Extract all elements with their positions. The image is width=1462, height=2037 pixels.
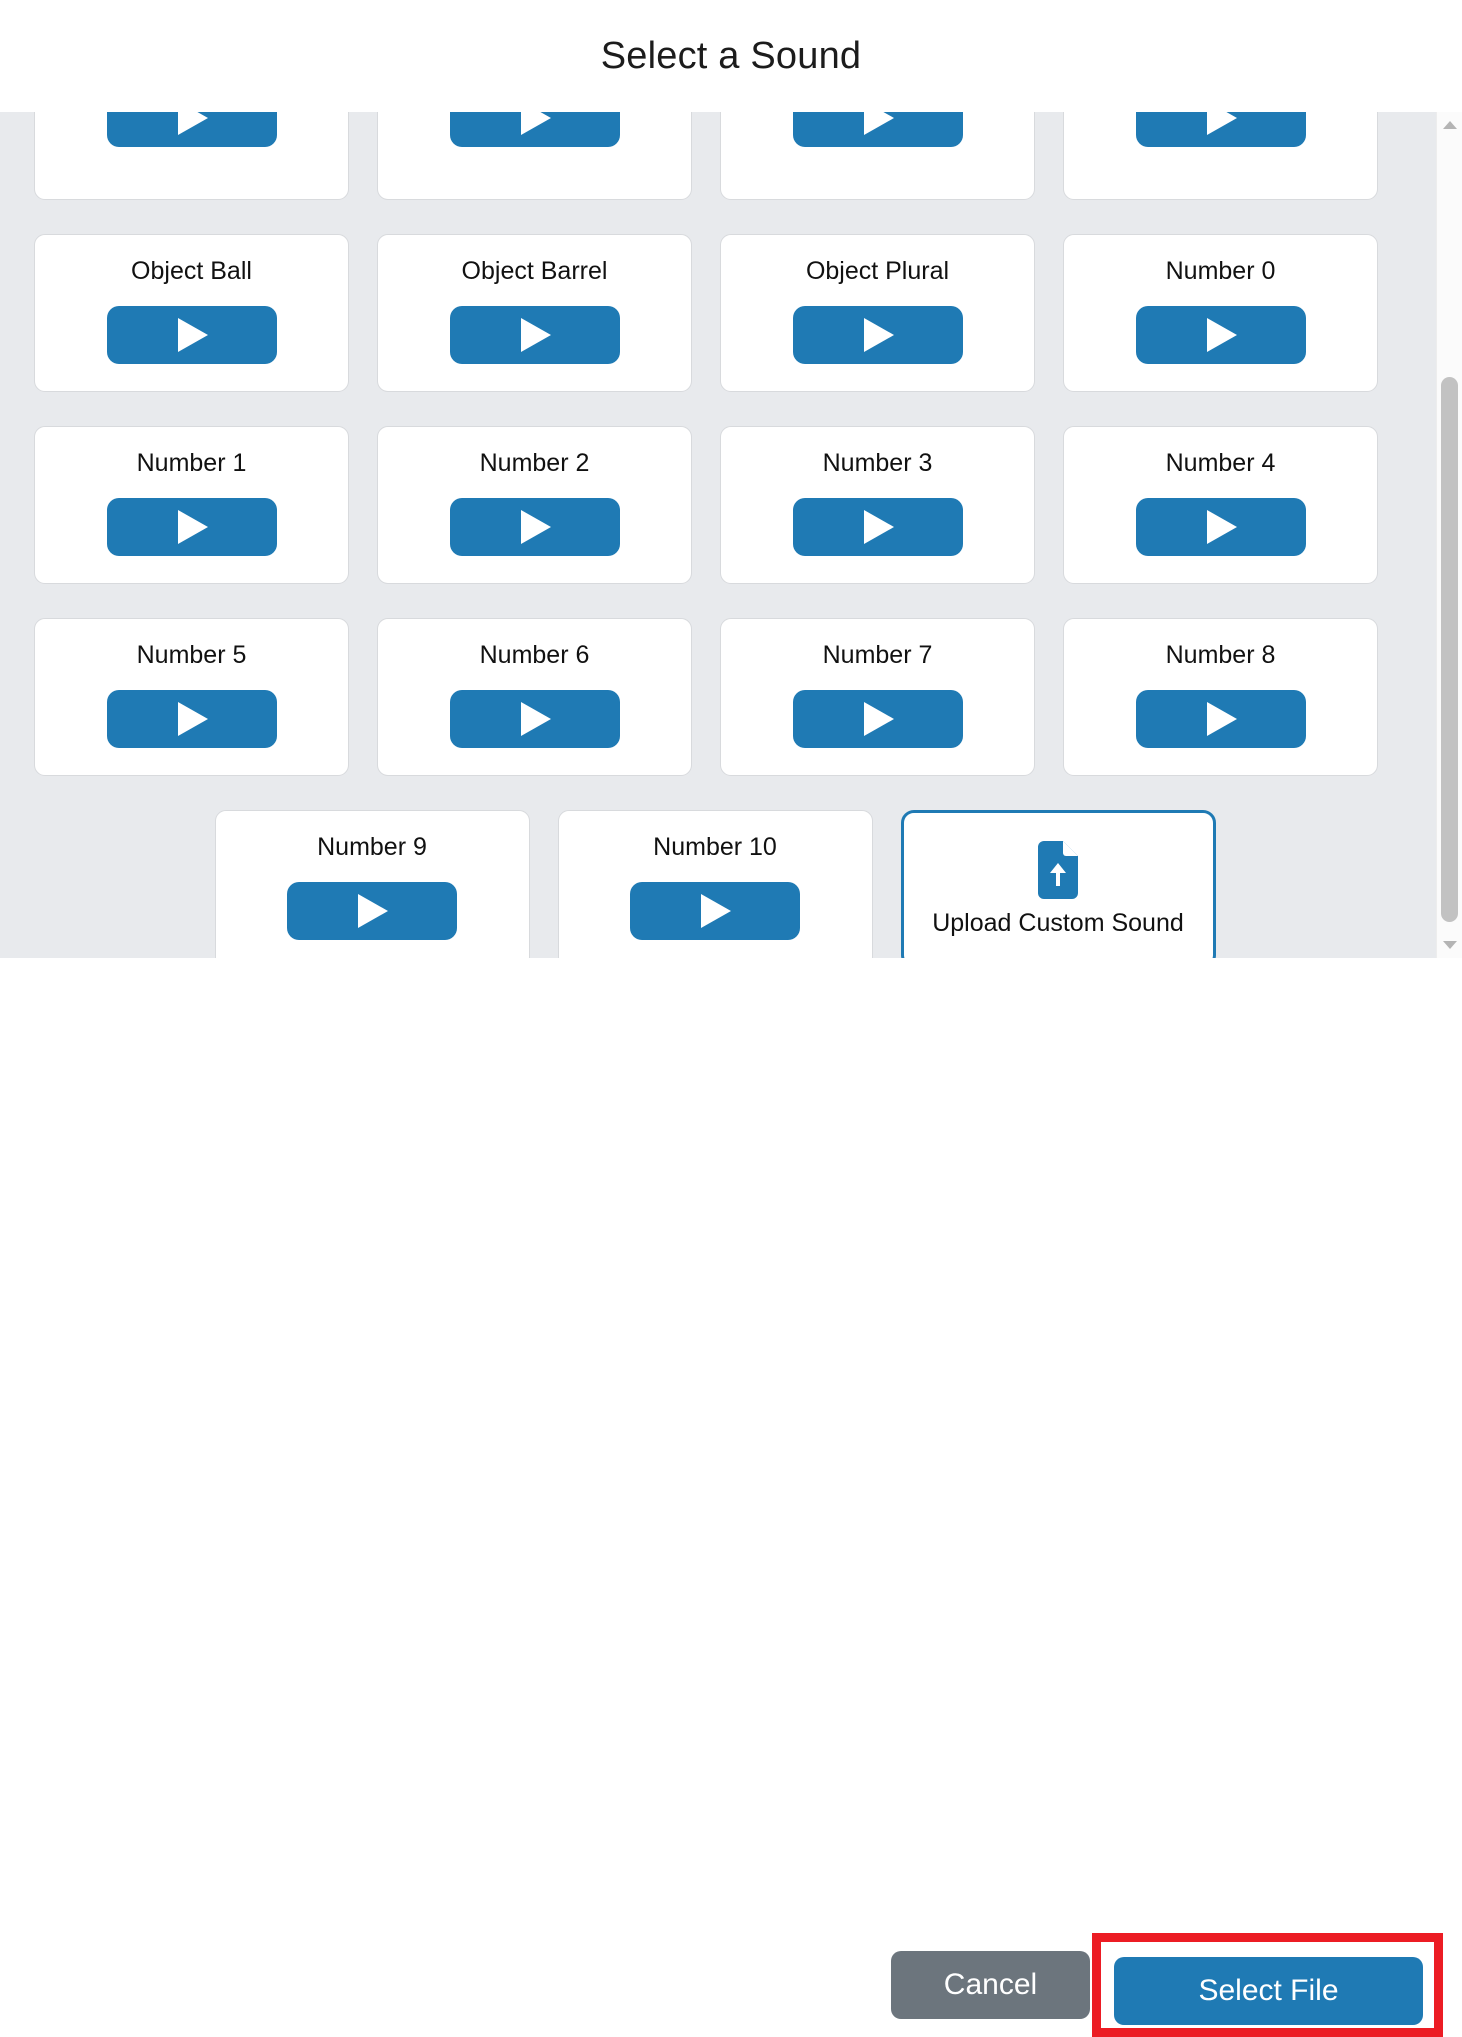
sound-card-label: Object Ball — [131, 257, 252, 285]
select-file-button[interactable]: Select File — [1114, 1957, 1423, 2025]
play-sound-button[interactable] — [792, 112, 963, 147]
sound-card-label: Number 9 — [317, 833, 427, 861]
sound-card-label: Number 5 — [136, 641, 247, 669]
play-sound-button[interactable] — [792, 690, 963, 748]
play-sound-button[interactable] — [106, 690, 277, 748]
sound-card[interactable]: Number 9 — [214, 810, 530, 958]
play-triangle-icon — [1206, 112, 1237, 135]
sound-card[interactable]: Number 6 — [377, 618, 692, 776]
scrollbar-thumb[interactable] — [1441, 377, 1458, 922]
chevron-down-icon — [1443, 941, 1457, 949]
play-triangle-icon — [177, 510, 208, 544]
scroll-up-button[interactable] — [1437, 114, 1462, 136]
play-sound-button[interactable] — [1135, 690, 1306, 748]
sound-card-label: Number 10 — [653, 833, 777, 861]
sound-card[interactable]: Number 8 — [1063, 618, 1378, 776]
page-title: Select a Sound — [600, 34, 862, 77]
sound-card-label: Number 0 — [1165, 257, 1276, 285]
dialog-header: Select a Sound — [0, 0, 1462, 112]
sound-card-label: Number 4 — [1165, 449, 1276, 477]
sound-card[interactable]: Number 7 — [720, 618, 1035, 776]
sound-card-label: Number 6 — [479, 641, 590, 669]
file-upload-icon — [1038, 840, 1078, 899]
play-triangle-icon — [177, 702, 208, 736]
play-triangle-icon — [520, 318, 551, 352]
sound-card[interactable]: Object Barrel — [377, 234, 692, 392]
sound-card[interactable]: Number 3 — [720, 426, 1035, 584]
play-triangle-icon — [1206, 318, 1237, 352]
sound-card-clipped[interactable] — [1063, 112, 1378, 200]
sound-card[interactable]: Number 1 — [34, 426, 349, 584]
sound-card[interactable]: Number 5 — [34, 618, 349, 776]
sound-card[interactable]: Number 4 — [1063, 426, 1378, 584]
play-triangle-icon — [1206, 510, 1237, 544]
upload-custom-sound-label: Upload Custom Sound — [932, 908, 1184, 937]
sound-card[interactable]: Number 2 — [377, 426, 692, 584]
sound-card-label: Number 7 — [822, 641, 933, 669]
play-triangle-icon — [177, 112, 208, 135]
play-triangle-icon — [863, 112, 894, 135]
play-sound-button[interactable] — [1135, 498, 1306, 556]
play-sound-button[interactable] — [287, 882, 457, 940]
sound-card-label: Number 1 — [136, 449, 247, 477]
play-triangle-icon — [863, 318, 894, 352]
play-triangle-icon — [358, 894, 388, 928]
play-sound-button[interactable] — [1135, 112, 1306, 147]
sound-card[interactable]: Object Plural — [720, 234, 1035, 392]
play-sound-button[interactable] — [106, 112, 277, 147]
cancel-button[interactable]: Cancel — [891, 1951, 1090, 2019]
play-triangle-icon — [520, 510, 551, 544]
play-triangle-icon — [863, 510, 894, 544]
play-triangle-icon — [177, 318, 208, 352]
sound-card-label: Number 8 — [1165, 641, 1276, 669]
scroll-down-button[interactable] — [1437, 934, 1462, 956]
sound-card[interactable]: Object Ball — [34, 234, 349, 392]
sound-card-clipped[interactable] — [720, 112, 1035, 200]
play-sound-button[interactable] — [792, 306, 963, 364]
sound-card[interactable]: Number 10 — [557, 810, 873, 958]
play-triangle-icon — [1206, 702, 1237, 736]
play-triangle-icon — [520, 112, 551, 135]
play-sound-button[interactable] — [1135, 306, 1306, 364]
play-sound-button[interactable] — [449, 690, 620, 748]
play-sound-button[interactable] — [792, 498, 963, 556]
play-sound-button[interactable] — [630, 882, 800, 940]
dialog-footer: Cancel Select File — [0, 958, 1462, 2037]
sound-grid-last-row: Number 9 Number 10 Upload Custom Sound — [20, 793, 1410, 958]
sound-card-label: Object Plural — [805, 257, 950, 285]
sound-card-clipped[interactable] — [34, 112, 349, 200]
play-triangle-icon — [520, 702, 551, 736]
upload-custom-sound-card[interactable]: Upload Custom Sound — [900, 810, 1216, 958]
vertical-scrollbar[interactable] — [1436, 112, 1462, 958]
sound-card-label: Number 2 — [479, 449, 590, 477]
sound-card-clipped[interactable] — [377, 112, 692, 200]
sound-card-label: Object Barrel — [461, 257, 608, 285]
play-sound-button[interactable] — [106, 306, 277, 364]
chevron-up-icon — [1443, 121, 1457, 129]
play-sound-button[interactable] — [106, 498, 277, 556]
play-sound-button[interactable] — [449, 306, 620, 364]
play-sound-button[interactable] — [449, 112, 620, 147]
play-triangle-icon — [863, 702, 894, 736]
play-triangle-icon — [701, 894, 731, 928]
play-sound-button[interactable] — [449, 498, 620, 556]
sound-card[interactable]: Number 0 — [1063, 234, 1378, 392]
sound-card-label: Number 3 — [822, 449, 933, 477]
select-file-highlight-box: Select File — [1092, 1933, 1443, 2037]
